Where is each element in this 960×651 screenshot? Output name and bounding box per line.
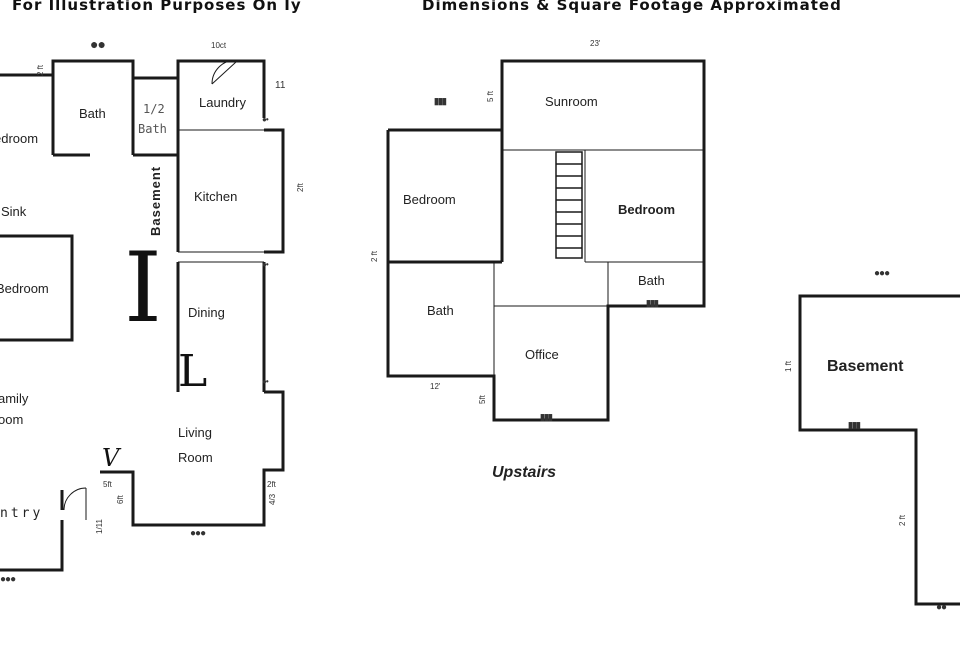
- room-label-sink: Sink: [1, 204, 27, 219]
- dots-marker: ●●: [90, 36, 106, 52]
- room-label-upstairs-bath-left: Bath: [427, 303, 454, 318]
- dim-label: 1/11: [95, 519, 104, 534]
- dim-label: 12': [430, 382, 441, 391]
- dots-marker: ●●●: [0, 574, 16, 585]
- basement-walls: [798, 294, 960, 606]
- room-label-entry: ntry: [0, 506, 44, 521]
- dim-label: 23': [590, 39, 601, 48]
- dim-label: 4/3: [268, 493, 277, 505]
- header-dimensions-note: Dimensions & Square Footage Approximated: [422, 0, 842, 14]
- room-label-office: Office: [525, 347, 559, 362]
- dots-marker: ●●●: [190, 528, 206, 539]
- header-disclaimer: For Illustration Purposes On Iy: [12, 0, 302, 14]
- dim-label: 11: [275, 80, 286, 91]
- room-label-laundry: Laundry: [199, 95, 246, 110]
- room-label-family-room: oom: [0, 412, 24, 427]
- dots-marker: ▮▮▮: [848, 420, 861, 430]
- room-label-basement-stairs: Basement: [148, 165, 163, 236]
- room-label-family: amily: [0, 391, 29, 406]
- dim-label: 2 ft: [898, 514, 907, 526]
- upstairs-walls: [386, 59, 706, 422]
- dim-label: 2ft: [296, 183, 305, 192]
- main-floor-walls: [0, 59, 285, 572]
- room-label-upstairs-bedroom-right: Bedroom: [618, 202, 676, 217]
- room-label-sunroom: Sunroom: [545, 94, 598, 109]
- room-label-half-bath: Bath: [138, 122, 167, 136]
- large-letter-i: I: [124, 232, 162, 344]
- room-label-bedroom-mid: Bedroom: [0, 281, 49, 296]
- letter-v-mark: V: [102, 444, 120, 472]
- upstairs-thin-lines: [493, 149, 704, 376]
- dots-marker: ●●●: [874, 268, 890, 279]
- basement-title: Basement: [827, 358, 904, 375]
- room-label-living-room: Room: [178, 450, 213, 465]
- dim-label: 1 ft: [784, 360, 793, 372]
- dots-marker: ▮▮▮: [540, 412, 553, 422]
- dim-label: 2 ft: [370, 250, 379, 262]
- dots-marker: ●●: [936, 602, 947, 613]
- room-label-living: Living: [178, 425, 212, 440]
- upstairs-staircase: [555, 151, 583, 259]
- dots-marker: ●•: [262, 260, 269, 269]
- dim-label: 5ft: [103, 480, 112, 489]
- room-label-kitchen: Kitchen: [194, 189, 238, 204]
- dots-marker: ●•: [262, 115, 269, 124]
- room-label-dining: Dining: [188, 305, 225, 320]
- room-label-half-bath-number: 1/2: [143, 102, 165, 116]
- room-label-upstairs-bath-right: Bath: [638, 273, 665, 288]
- dim-label: 5 ft: [486, 90, 495, 102]
- large-letter-l: L: [178, 346, 208, 397]
- dim-label: 6ft: [116, 495, 125, 504]
- main-floor-thin-lines: [63, 59, 264, 520]
- room-label-bedroom-top: edroom: [0, 131, 39, 146]
- dots-marker: ▮▮▮: [646, 298, 659, 308]
- room-label-upstairs-bedroom-left: Bedroom: [403, 192, 456, 207]
- upstairs-title: Upstairs: [492, 464, 557, 481]
- dots-marker: ▮▮▮: [434, 96, 447, 106]
- dots-marker: ●•: [262, 377, 269, 386]
- dim-label: 5ft: [478, 395, 487, 404]
- dim-label: 2 ft: [36, 64, 45, 76]
- dim-label: 10ct: [211, 41, 227, 50]
- dim-label: 2ft: [267, 480, 276, 489]
- room-label-bath: Bath: [79, 106, 106, 121]
